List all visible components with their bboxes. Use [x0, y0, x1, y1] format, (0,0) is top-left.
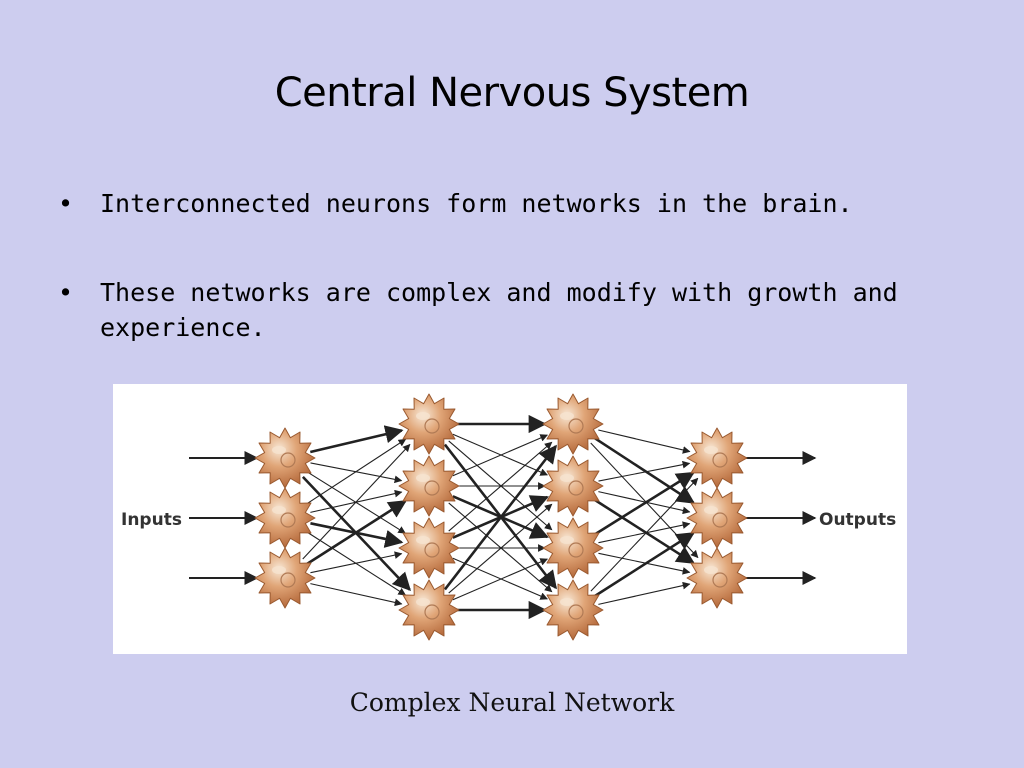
connection-arrow	[452, 433, 548, 476]
connection-arrow	[598, 429, 691, 454]
connection-arrow	[452, 557, 548, 600]
neuron-icon	[686, 547, 748, 609]
connection-arrow	[448, 502, 553, 593]
neuron-icon	[398, 393, 460, 455]
connection-arrow	[452, 434, 548, 477]
connection-arrow	[598, 521, 691, 544]
connection-arrow	[448, 440, 553, 531]
bullet-text: Interconnected neurons form networks in …	[100, 189, 853, 218]
connection-arrow	[598, 552, 691, 575]
slide-title: Central Nervous System	[274, 70, 750, 116]
neuron-icon	[686, 487, 748, 549]
bullet-symbol: •	[58, 189, 74, 218]
neuron-icon	[398, 517, 460, 579]
neural-network-diagram: Inputs Outputs	[121, 393, 896, 641]
neuron-icon	[254, 427, 316, 489]
connection-arrow	[594, 498, 695, 565]
outputs-label: Outputs	[819, 510, 896, 530]
connection-arrow	[598, 491, 691, 515]
connection-arrow	[594, 471, 695, 536]
neuron-icon	[542, 579, 604, 641]
connection-arrow	[310, 583, 403, 607]
connection-arrow	[590, 477, 699, 592]
connection-arrow	[310, 551, 403, 574]
neuron-icon	[686, 427, 748, 489]
io-arrows	[189, 451, 817, 585]
connection-arrow	[598, 460, 691, 482]
figure-caption: Complex Neural Network	[349, 688, 675, 717]
connection-arrow	[448, 503, 553, 594]
neuron-icon	[254, 547, 316, 609]
connection-arrow	[302, 443, 411, 560]
neuron-icon	[398, 579, 460, 641]
connection-arrow	[306, 499, 407, 566]
bullet-item: • Interconnected neurons form networks i…	[58, 186, 958, 221]
neurons	[254, 393, 748, 641]
connection-arrow	[310, 425, 404, 454]
bullet-text: These networks are complex and modify wi…	[100, 278, 898, 342]
neuron-icon	[542, 517, 604, 579]
connections	[301, 414, 699, 620]
connection-arrow	[594, 531, 695, 598]
inputs-label: Inputs	[121, 510, 182, 530]
bullet-list: • Interconnected neurons form networks i…	[58, 186, 958, 345]
neuron-icon	[542, 393, 604, 455]
bullet-item: • These networks are complex and modify …	[58, 275, 958, 345]
connection-arrow	[448, 441, 553, 532]
connection-arrow	[594, 437, 696, 504]
neuron-icon	[254, 487, 316, 549]
connection-arrow	[443, 444, 557, 591]
neural-network-figure: Inputs Outputs	[113, 384, 907, 654]
bullet-symbol: •	[58, 278, 74, 307]
connection-arrow	[452, 558, 548, 601]
neuron-icon	[398, 455, 460, 517]
connection-arrow	[306, 438, 407, 505]
connection-arrow	[598, 581, 691, 605]
neuron-icon	[542, 455, 604, 517]
